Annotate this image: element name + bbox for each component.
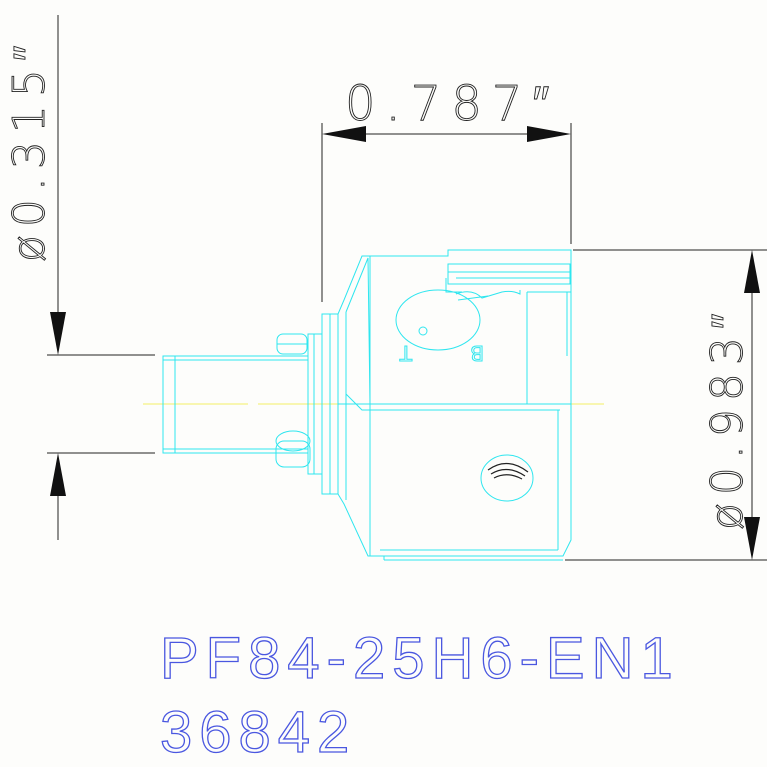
cam-circle <box>395 289 481 351</box>
dimension-shank-diameter-label: ø0.315″ <box>4 38 55 262</box>
screw-thread <box>487 462 529 480</box>
dimension-width <box>321 123 572 302</box>
dimension-body-diameter-label: ø0.983″ <box>702 306 753 530</box>
arrowhead-right <box>527 126 571 142</box>
arrowhead-top <box>744 250 760 293</box>
screw-hole <box>480 454 534 502</box>
mark-letters: T B <box>399 341 485 366</box>
mark-right: B <box>470 341 484 365</box>
arrowhead-up <box>50 453 66 496</box>
mark-left: T <box>399 341 413 365</box>
arrowhead-down <box>50 312 66 355</box>
boss-bottom <box>275 440 311 468</box>
part-outline <box>162 249 572 561</box>
dimension-body-diameter <box>565 249 767 561</box>
dimension-shank-diameter <box>47 15 155 540</box>
serial-number: 36842 <box>160 700 356 765</box>
pin-hole <box>418 326 428 336</box>
part-number: PF84-25H6-EN1 <box>160 626 680 691</box>
dimension-width-label: 0.787″ <box>345 76 559 132</box>
arrowhead-bottom <box>744 517 760 560</box>
boss-bottom-top <box>275 430 311 452</box>
arrowhead-left <box>322 126 366 142</box>
